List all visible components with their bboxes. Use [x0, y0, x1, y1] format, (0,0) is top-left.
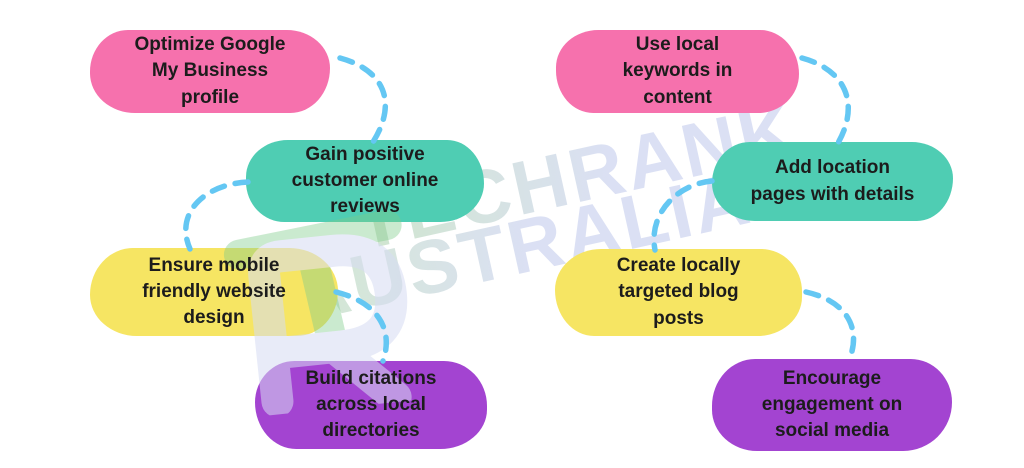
node-ensure-mobile-friendly-website-design: Ensure mobile friendly website design — [90, 248, 338, 336]
node-label: Gain positive customer online reviews — [291, 143, 439, 218]
node-label: Create locally targeted blog posts — [616, 255, 741, 329]
node-label: Ensure mobile friendly website design — [142, 254, 286, 329]
node-label: Add location pages with details — [750, 157, 915, 205]
node-gain-positive-customer-online-reviews: Gain positive customer online reviews — [246, 140, 484, 222]
node-use-local-keywords-in-content: Use local keywords in content — [556, 30, 799, 113]
connector-blog-to-social — [803, 289, 857, 363]
connector-gmb-to-reviews — [337, 55, 389, 145]
node-encourage-engagement-on-social-media: Encourage engagement on social media — [712, 359, 952, 451]
node-label: Use local keywords in content — [622, 34, 733, 108]
node-label: Encourage engagement on social media — [761, 367, 903, 442]
connector-reviews-to-mobile — [183, 179, 251, 252]
node-add-location-pages-with-details: Add location pages with details — [712, 142, 953, 221]
node-optimize-google-my-business-profile: Optimize Google My Business profile — [90, 30, 330, 113]
node-label: Build citations across local directories — [305, 367, 437, 442]
node-build-citations-across-local-directories: Build citations across local directories — [255, 361, 487, 449]
connector-keywords-to-location — [799, 55, 851, 146]
node-label: Optimize Google My Business profile — [134, 34, 286, 108]
node-create-locally-targeted-blog-posts: Create locally targeted blog posts — [555, 249, 802, 336]
